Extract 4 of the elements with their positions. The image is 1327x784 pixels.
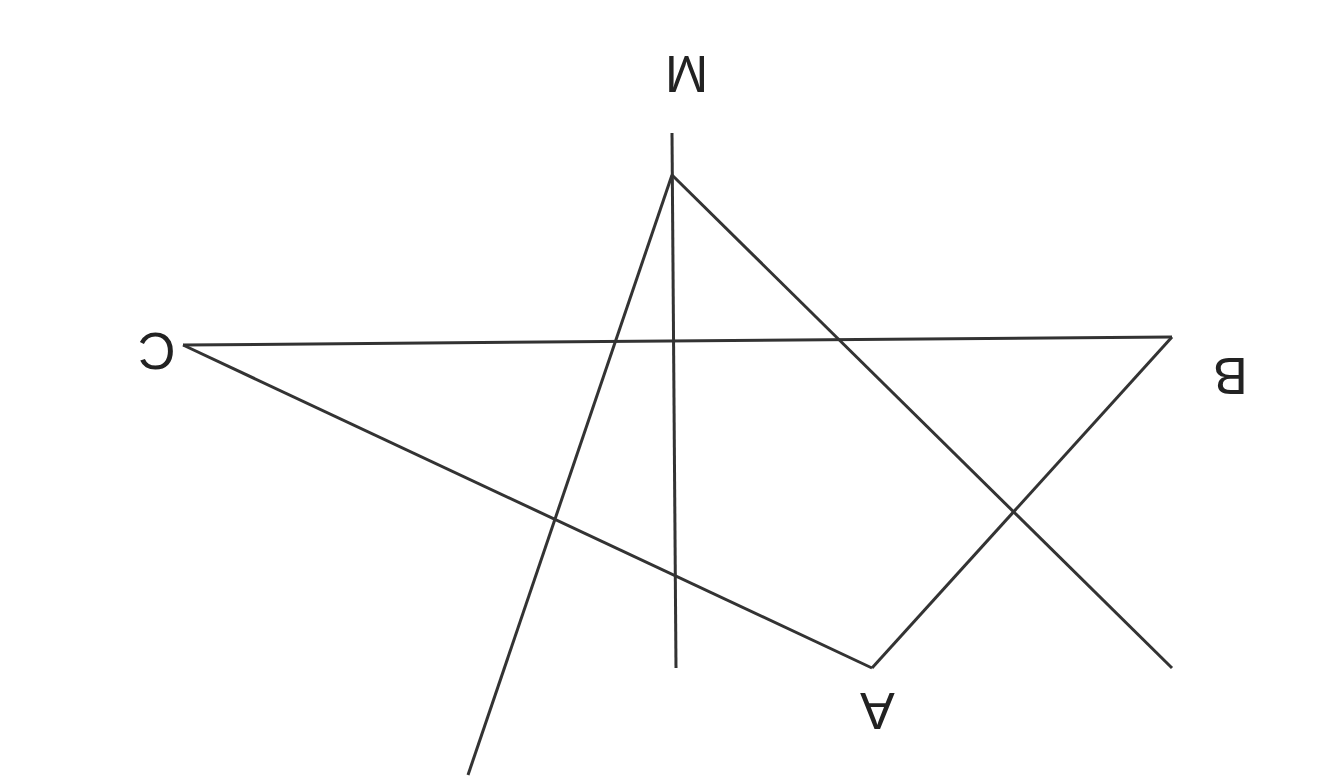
point-label: M <box>665 48 709 100</box>
point-label: C <box>138 325 176 377</box>
point-label: A <box>860 685 895 737</box>
point-label: B <box>1213 350 1248 402</box>
